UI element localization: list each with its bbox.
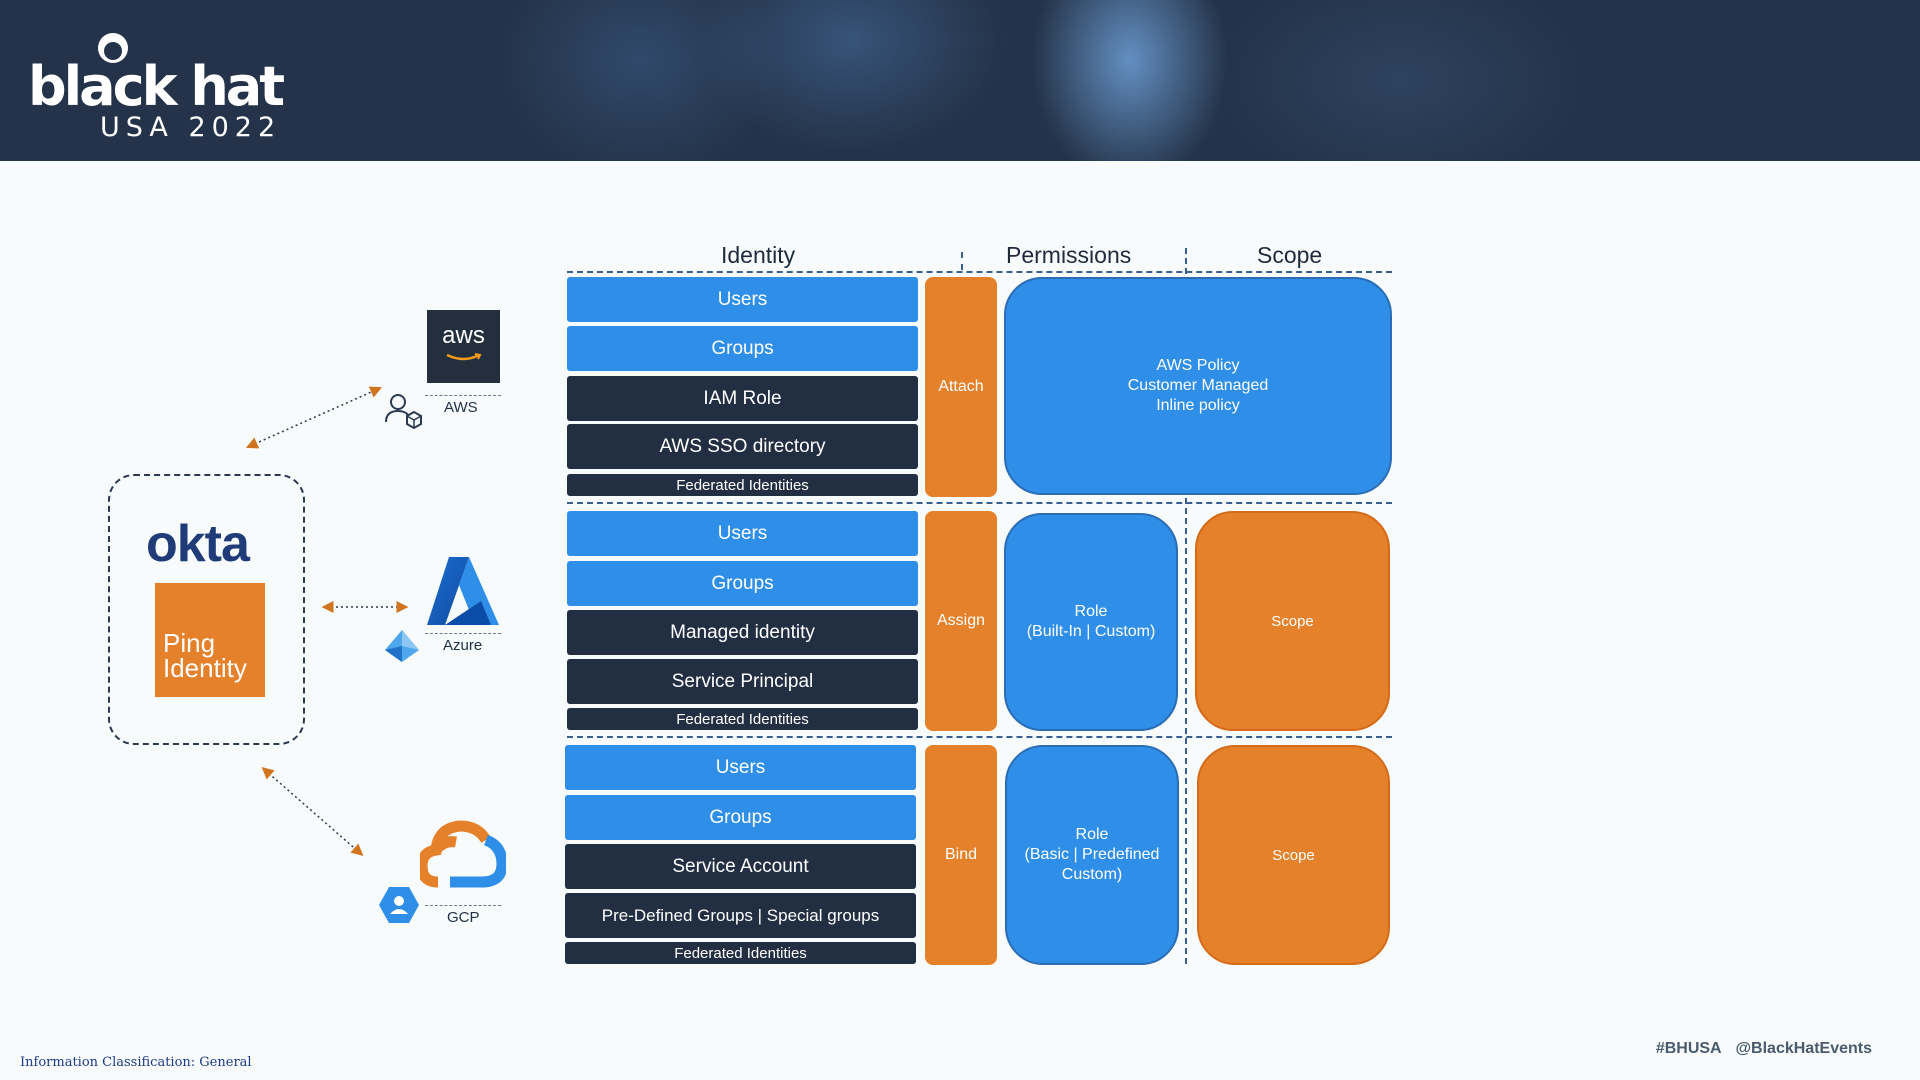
column-divider-identity (961, 252, 963, 270)
okta-logo: okta (146, 515, 250, 573)
gcp-federated-identities: Federated Identities (565, 942, 916, 964)
row-divider-azure-gcp (567, 736, 1392, 738)
gcp-scope: Scope (1197, 745, 1390, 965)
gcp-label: GCP (447, 909, 480, 926)
gcp-logo (420, 820, 506, 888)
blackhat-logo: black hat USA 2022 (28, 22, 308, 142)
gcp-identity-service-account: Service Account (565, 844, 916, 889)
ping-line1: Ping (163, 628, 216, 658)
aws-identity-users: Users (567, 277, 918, 322)
aws-smile-icon (446, 353, 482, 361)
aws-identity-iam-role: IAM Role (567, 376, 918, 421)
gcp-iam-icon (379, 887, 419, 923)
aws-federated-identities: Federated Identities (567, 474, 918, 496)
column-divider-scope (1185, 248, 1187, 964)
brand-name: black hat (28, 55, 285, 118)
classification-label: Information Classification: General (20, 1055, 252, 1070)
azure-identity-users: Users (567, 511, 918, 556)
azure-scope: Scope (1195, 511, 1390, 731)
azure-logo (427, 557, 499, 625)
gcp-identity-users: Users (565, 745, 916, 790)
header-divider (567, 271, 1392, 273)
hat-icon (98, 33, 128, 63)
verb-assign: Assign (925, 511, 997, 731)
azure-underline (425, 633, 501, 634)
verb-attach: Attach (925, 277, 997, 497)
aws-label: AWS (444, 399, 478, 416)
azure-identity-service-principal: Service Principal (567, 659, 918, 704)
column-header-identity: Identity (721, 242, 796, 268)
column-header-scope: Scope (1257, 242, 1323, 268)
gcp-identity-predefined-special-groups: Pre-Defined Groups | Special groups (565, 893, 916, 938)
arrow-okta-gcp (261, 767, 364, 856)
ping-line2: Identity (163, 653, 247, 683)
gcp-permission-role: Role (Basic | Predefined Custom) (1005, 745, 1179, 965)
aws-identity-groups: Groups (567, 326, 918, 371)
azure-identity-groups: Groups (567, 561, 918, 606)
aws-permission-policy: AWS Policy Customer Managed Inline polic… (1004, 277, 1392, 495)
aws-identity-sso-directory: AWS SSO directory (567, 424, 918, 469)
aws-underline (425, 395, 501, 396)
aws-logo: aws (427, 310, 500, 383)
azure-identity-managed-identity: Managed identity (567, 610, 918, 655)
arrow-okta-aws (245, 386, 383, 449)
gcp-identity-groups: Groups (565, 795, 916, 840)
header-banner: black hat USA 2022 (0, 0, 1920, 161)
ping-identity-logo: Ping Identity (155, 583, 265, 697)
identity-provider-box: okta Ping Identity (108, 474, 305, 745)
azure-federated-identities: Federated Identities (567, 708, 918, 730)
row-divider-aws-azure (567, 502, 1392, 504)
event-name: USA 2022 (100, 112, 282, 143)
azure-permission-role: Role (Built-In | Custom) (1004, 513, 1178, 731)
gcp-underline (425, 905, 501, 906)
column-header-permissions: Permissions (1006, 242, 1132, 268)
verb-bind: Bind (925, 745, 997, 965)
aws-identity-center-icon (385, 394, 422, 430)
social-handles: #BHUSA @BlackHatEvents (1655, 1040, 1872, 1057)
azure-ad-icon (385, 630, 419, 662)
aws-logo-text: aws (442, 322, 485, 349)
azure-label: Azure (443, 637, 483, 654)
